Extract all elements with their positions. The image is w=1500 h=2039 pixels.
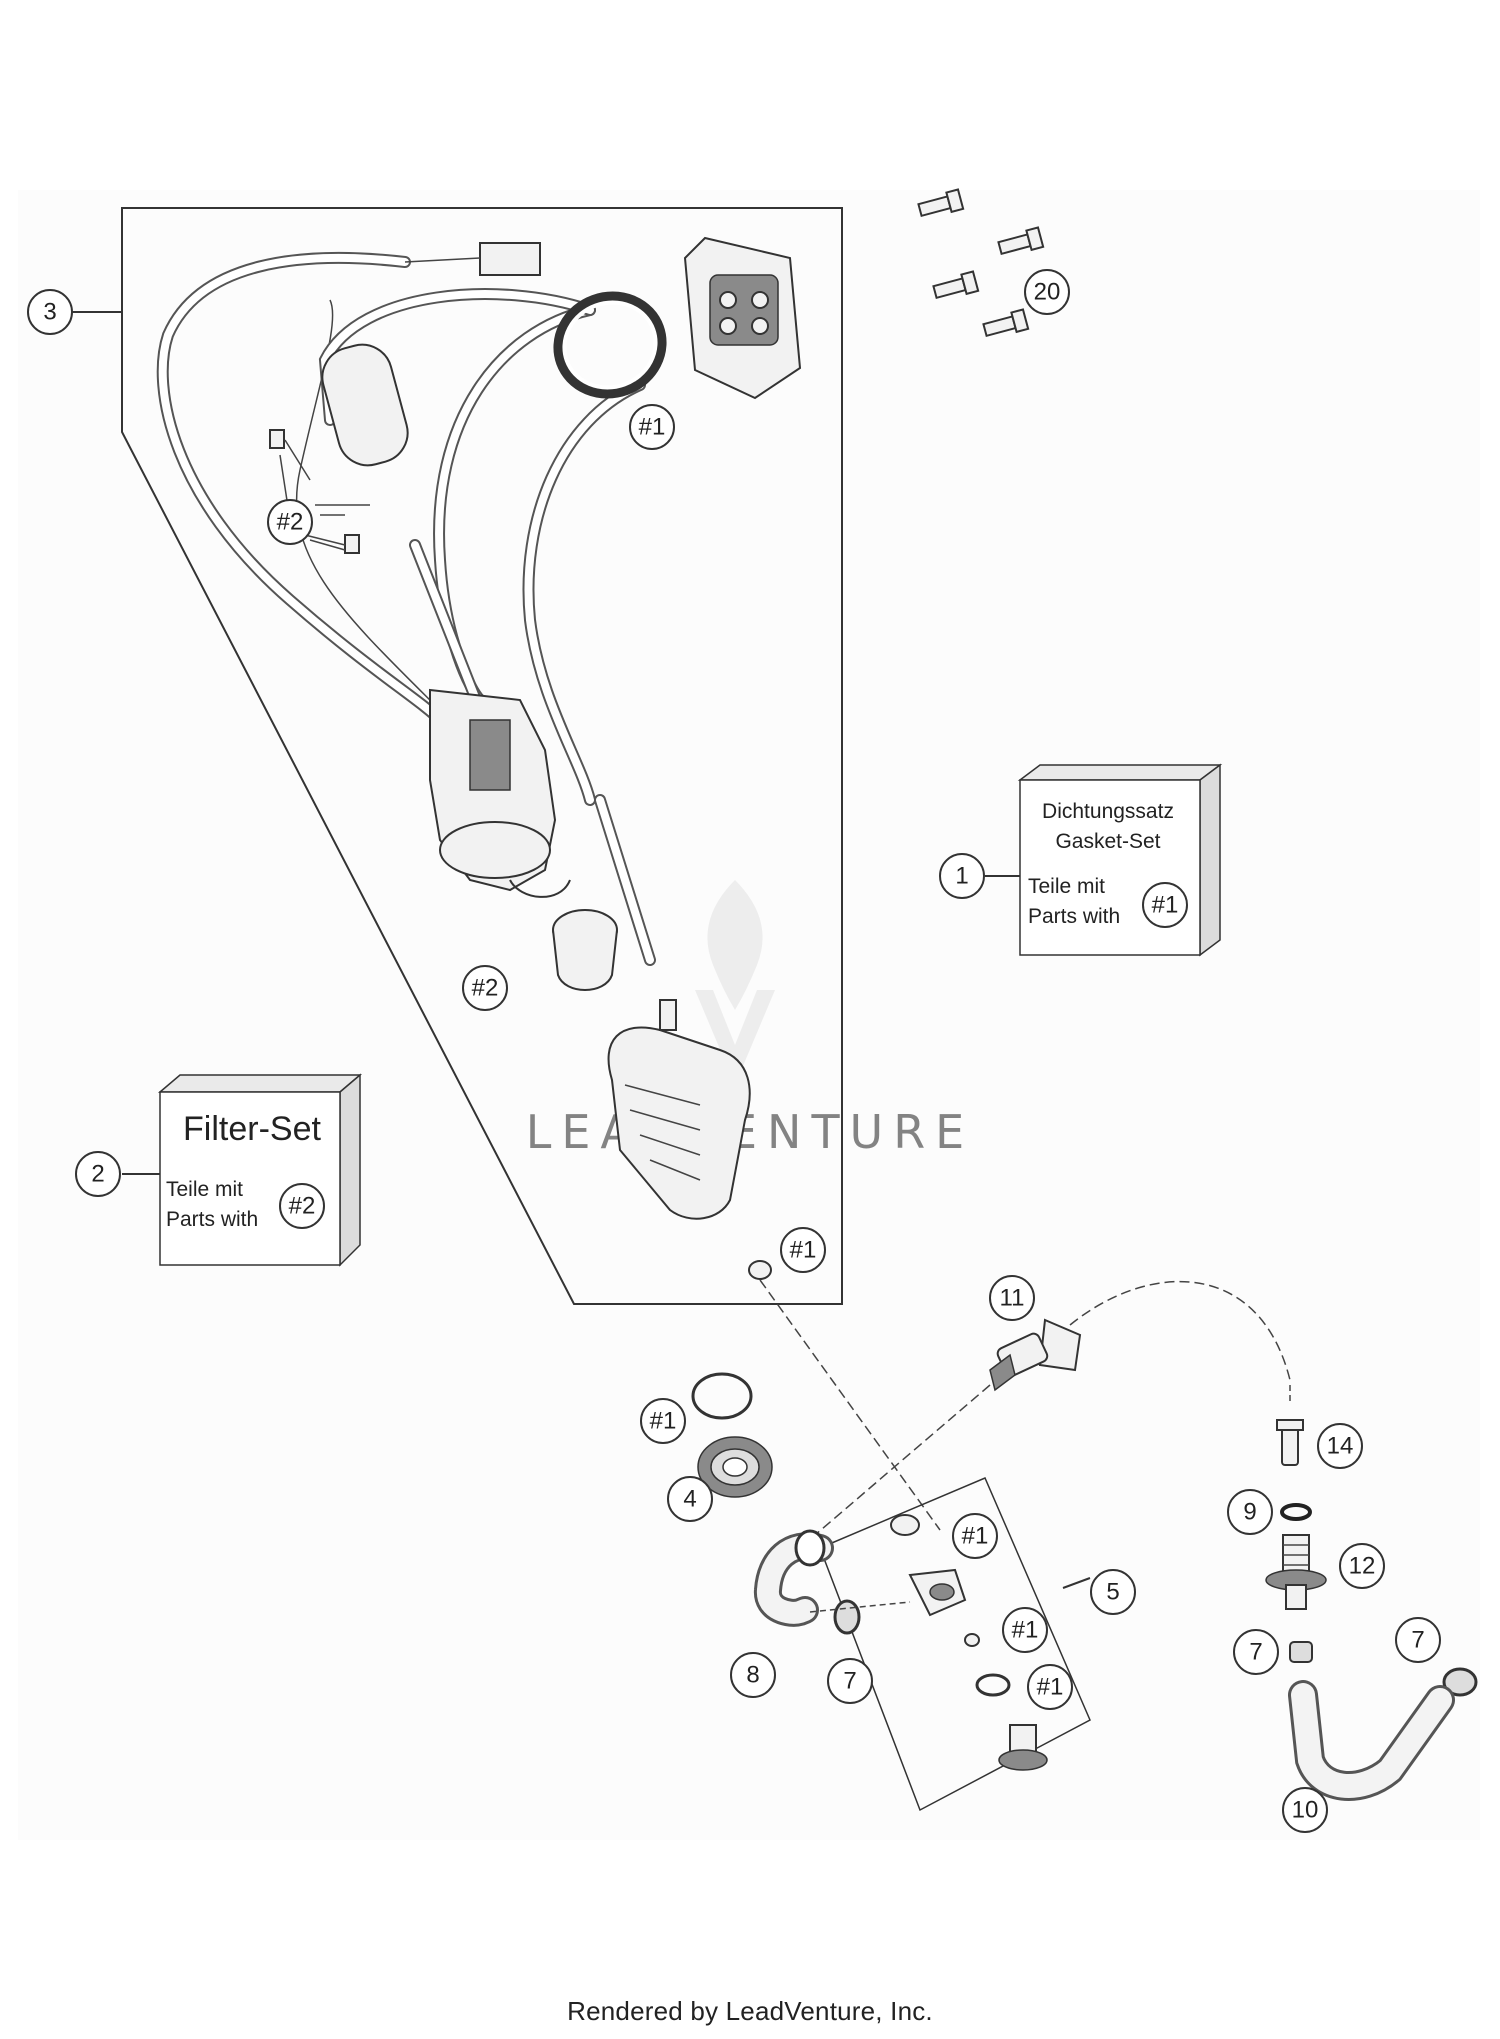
gasket-kit-line1: Dichtungssatz [1042,800,1174,823]
pump-strainer [607,999,751,1220]
flame-logo-icon [707,880,763,1010]
callout-11: 11 [989,1275,1035,1321]
filter-kit-line2: Parts with [166,1208,258,1231]
gasket-kit-line3: Teile mit [1028,875,1105,898]
callout-20: 20 [1024,269,1070,315]
filter-kit-ref: #2 [289,1193,316,1220]
small-washer [748,1260,772,1280]
callout-leaders [284,439,370,551]
svg-text:#1: #1 [1037,1674,1064,1701]
watermark-text: LEADVENTURE [526,1105,975,1159]
svg-text:7: 7 [1249,1639,1262,1666]
fuel-hoses [318,288,656,966]
callout-3: 3 [27,289,73,335]
v-logo-icon [695,990,775,1085]
svg-text:#1: #1 [650,1408,677,1435]
svg-text:12: 12 [1349,1553,1376,1580]
callout-1: 1 [939,853,985,899]
svg-text:11: 11 [1000,1285,1025,1312]
dash-leader-hose [814,1384,991,1536]
svg-text:#1: #1 [790,1237,817,1264]
fuel-pump-wiring [156,242,541,726]
svg-text:#2: #2 [472,975,499,1002]
callout-1-top: #1 [629,404,675,450]
fuel-hose [1288,1680,1455,1801]
callout-1-bottom: #1 [780,1227,826,1273]
callout-1-block-b: #1 [1002,1607,1048,1653]
filter-kit-box: Filter-Set Teile mit Parts with #2 [157,1073,363,1267]
callout-12: 12 [1339,1543,1385,1589]
svg-text:#2: #2 [277,509,304,536]
svg-text:10: 10 [1292,1797,1319,1824]
small-o-ring [1280,1503,1312,1521]
footer-credit: Rendered by LeadVenture, Inc. [567,1996,933,2026]
filter-kit-line1: Teile mit [166,1178,243,1201]
svg-text:5: 5 [1106,1579,1119,1606]
callout-9: 9 [1227,1489,1273,1535]
rubber-seal [697,1436,773,1498]
quick-connector [989,1318,1082,1392]
gasket-kit-line2: Gasket-Set [1055,830,1160,853]
fitting-group-outline [819,1477,1091,1812]
callout-14: 14 [1317,1423,1363,1469]
callout-1-block-a: #1 [952,1513,998,1559]
callout-1-oring: #1 [640,1398,686,1444]
screws-group [917,188,1045,338]
svg-text:4: 4 [683,1486,696,1513]
svg-text:14: 14 [1327,1433,1354,1460]
svg-text:7: 7 [1411,1627,1424,1654]
connector-plug [479,242,541,276]
svg-text:#1: #1 [1012,1617,1039,1644]
callout-8: 8 [730,1652,776,1698]
dash-leader-washer [759,1279,941,1531]
callout-7-c: 7 [1395,1617,1441,1663]
hose-clamp [833,1599,861,1635]
assembly-outline [121,207,843,1305]
callout-1-block-c: #1 [1027,1664,1073,1710]
fitting-group-parts [890,1514,1048,1771]
callout-2: 2 [75,1151,121,1197]
elbow-hose [754,1529,834,1627]
svg-text:#1: #1 [962,1523,989,1550]
inline-fuel-filter [269,343,409,554]
gasket-kit-box: Dichtungssatz Gasket-Set Teile mit Parts… [1017,763,1223,957]
filter-kit-title: Filter-Set [183,1110,321,1148]
pump-flange-cover [683,236,802,400]
callout-7-a: 7 [827,1658,873,1704]
svg-text:#1: #1 [639,414,666,441]
callout-10: 10 [1282,1787,1328,1833]
callout-4: 4 [667,1476,713,1522]
callout-7-b: 7 [1233,1629,1279,1675]
hose-clamp-right [1289,1641,1478,1697]
callout-2-filter: #2 [267,499,313,545]
svg-text:2: 2 [91,1161,104,1188]
svg-text:8: 8 [746,1662,759,1689]
filter-sleeve [552,909,618,991]
svg-text:9: 9 [1243,1499,1256,1526]
fuel-pump-body [429,688,571,898]
dash-leader-connector [1069,1280,1291,1381]
gasket-kit-line4: Parts with [1028,905,1120,928]
gasket-kit-ref: #1 [1152,892,1179,919]
hose-plug [1276,1419,1304,1466]
o-ring [691,1372,753,1420]
svg-text:3: 3 [43,299,56,326]
callout-5: 5 [1090,1569,1136,1615]
hose-fitting [1265,1534,1327,1610]
flange-seal-ring [553,291,667,399]
callout-2-sleeve: #2 [462,965,508,1011]
svg-text:20: 20 [1034,279,1061,306]
svg-text:7: 7 [843,1668,856,1695]
svg-text:1: 1 [955,863,968,890]
